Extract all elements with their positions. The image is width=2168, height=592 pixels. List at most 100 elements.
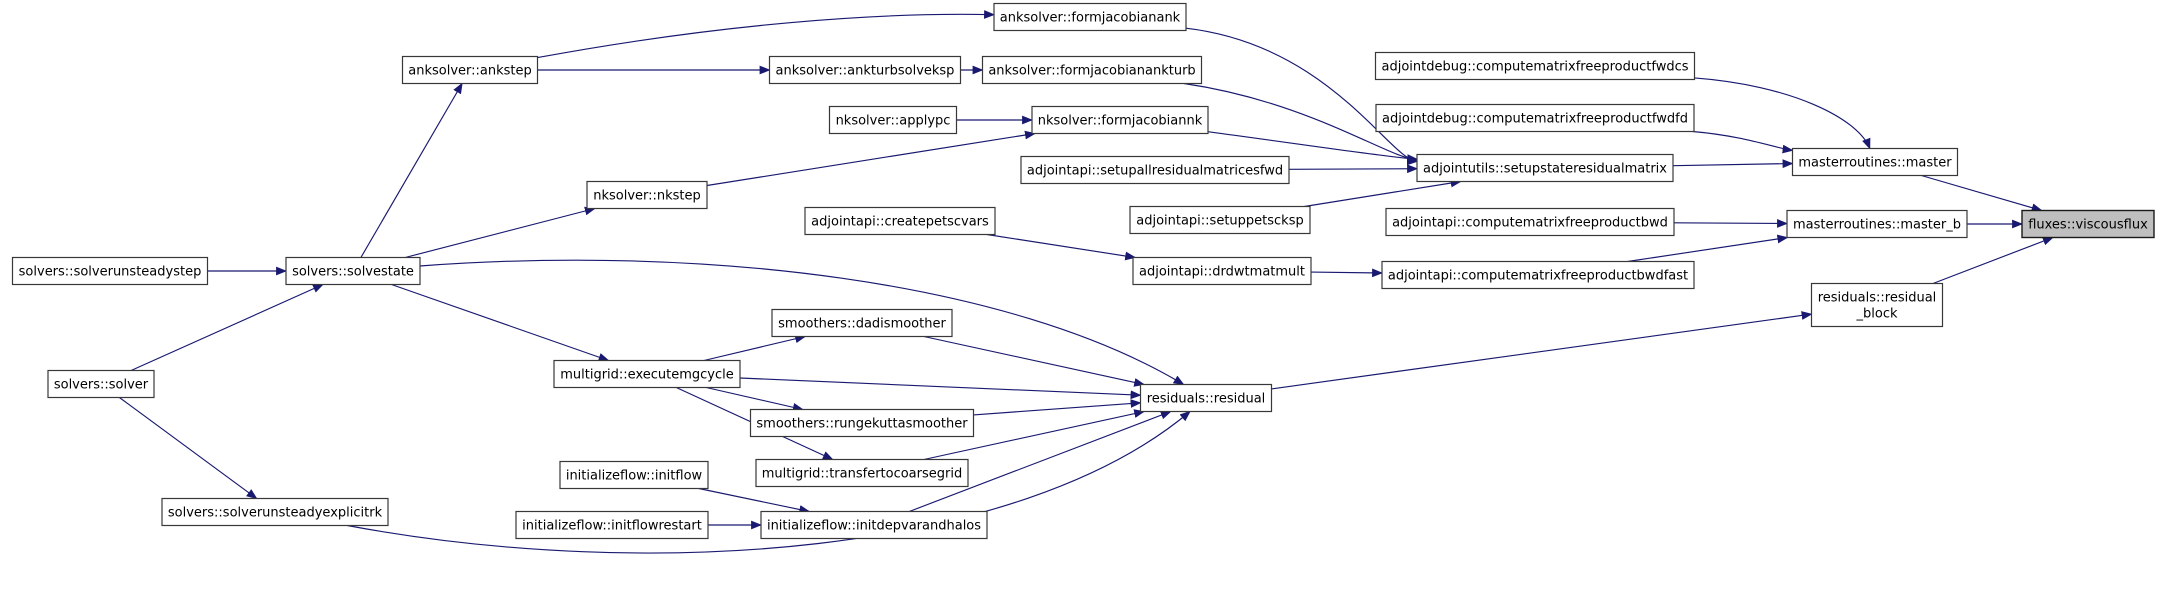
edge-solver-solvestate xyxy=(130,283,324,372)
graph-node-explicitrk[interactable]: solvers::solverunsteadyexplicitrk xyxy=(161,497,389,527)
graph-node-setuppetscksp[interactable]: adjointapi::setuppetscksp xyxy=(1129,205,1311,235)
function-label: adjointapi::setuppetscksp xyxy=(1136,214,1304,229)
edge-solver-explicitrk xyxy=(119,397,258,500)
edge-residual-residual_block xyxy=(1271,311,1813,390)
function-box[interactable] xyxy=(1374,51,1696,81)
function-box[interactable] xyxy=(771,308,953,338)
function-label: smoothers::rungekuttasmoother xyxy=(756,417,968,432)
edge-executemgcycle-rungekuttasmoother xyxy=(706,386,804,412)
edge-setuppetscksp-setupstateresidualmatrix xyxy=(1304,178,1462,208)
graph-node-transfertocoarsegrid[interactable]: multigrid::transfertocoarsegrid xyxy=(755,458,969,488)
function-box[interactable] xyxy=(1385,207,1675,237)
edge-executemgcycle-residual xyxy=(739,377,1142,400)
function-box[interactable] xyxy=(993,2,1187,32)
function-label: anksolver::formjacobianank xyxy=(1000,11,1181,26)
graph-node-residual[interactable]: residuals::residual xyxy=(1139,383,1273,413)
function-label: adjointdebug::computematrixfreeproductfw… xyxy=(1382,112,1688,127)
graph-node-formjacobianank[interactable]: anksolver::formjacobianank xyxy=(993,2,1187,32)
graph-node-ankstep[interactable]: anksolver::ankstep xyxy=(401,55,539,85)
edge-solvestate-executemgcycle xyxy=(391,283,610,362)
edge-setupstateresidualmatrix-master xyxy=(1672,159,1794,169)
function-label: nksolver::formjacobiannk xyxy=(1038,114,1203,129)
graph-node-ankturbsolveksp[interactable]: anksolver::ankturbsolveksp xyxy=(768,55,962,85)
function-label: anksolver::ankstep xyxy=(408,64,532,79)
graph-node-createpetscvars[interactable]: adjointapi::createpetscvars xyxy=(804,206,996,236)
graph-node-initdepvarandhalos[interactable]: initializeflow::initdepvarandhalos xyxy=(760,510,988,540)
function-box[interactable] xyxy=(1375,103,1695,133)
edge-master-viscousflux xyxy=(1921,174,2043,212)
function-box[interactable] xyxy=(401,55,539,85)
function-label: solvers::solvestate xyxy=(292,265,414,280)
function-label: anksolver::ankturbsolveksp xyxy=(776,64,955,79)
function-box[interactable] xyxy=(1139,383,1273,413)
graph-node-master[interactable]: masterroutines::master xyxy=(1791,147,1959,177)
function-box[interactable] xyxy=(1132,256,1312,286)
function-box[interactable] xyxy=(1791,147,1959,177)
function-box[interactable] xyxy=(1786,209,1968,239)
function-box[interactable] xyxy=(760,510,988,540)
function-box[interactable] xyxy=(828,105,958,135)
function-box[interactable] xyxy=(981,55,1203,85)
function-box[interactable] xyxy=(1416,153,1674,183)
graph-node-master_b[interactable]: masterroutines::master_b xyxy=(1786,209,1968,239)
function-box[interactable] xyxy=(749,408,975,438)
function-box[interactable] xyxy=(553,359,741,389)
graph-node-fwdfd[interactable]: adjointdebug::computematrixfreeproductfw… xyxy=(1375,103,1695,133)
graph-node-initflowrestart[interactable]: initializeflow::initflowrestart xyxy=(515,510,709,540)
graph-node-solvestate[interactable]: solvers::solvestate xyxy=(285,256,421,286)
function-box[interactable] xyxy=(285,256,421,286)
function-box[interactable] xyxy=(47,369,155,399)
function-box[interactable] xyxy=(515,510,709,540)
function-box[interactable] xyxy=(11,256,209,286)
graph-node-initflow[interactable]: initializeflow::initflow xyxy=(559,460,709,490)
graph-node-setupstateresidualmatrix[interactable]: adjointutils::setupstateresidualmatrix xyxy=(1416,153,1674,183)
function-label: smoothers::dadismoother xyxy=(778,317,946,332)
function-label: nksolver::applypc xyxy=(836,114,951,129)
graph-node-rungekuttasmoother[interactable]: smoothers::rungekuttasmoother xyxy=(749,408,975,438)
graph-node-nkstep[interactable]: nksolver::nkstep xyxy=(586,180,708,210)
edge-drdwtmatmult-bwdfast xyxy=(1310,268,1384,278)
graph-node-formjacobiannk[interactable]: nksolver::formjacobiannk xyxy=(1031,105,1209,135)
graph-node-solver[interactable]: solvers::solver xyxy=(47,369,155,399)
function-label: multigrid::transfertocoarsegrid xyxy=(762,467,962,482)
graph-node-applypc[interactable]: nksolver::applypc xyxy=(828,105,958,135)
function-box[interactable] xyxy=(1810,282,1944,328)
function-label: adjointapi::computematrixfreeproductbwdf… xyxy=(1388,269,1688,284)
edge-residual_block-viscousflux xyxy=(1932,236,2054,285)
graph-node-executemgcycle[interactable]: multigrid::executemgcycle xyxy=(553,359,741,389)
graph-node-drdwtmatmult[interactable]: adjointapi::drdwtmatmult xyxy=(1132,256,1312,286)
graph-node-residual_block[interactable]: residuals::residual_block xyxy=(1810,282,1944,328)
graph-node-formjacobianankturb[interactable]: anksolver::formjacobianankturb xyxy=(981,55,1203,85)
function-label: adjointdebug::computematrixfreeproductfw… xyxy=(1382,60,1689,75)
function-label: residuals::residual xyxy=(1147,392,1266,407)
function-label: adjointutils::setupstateresidualmatrix xyxy=(1423,162,1667,177)
function-box[interactable] xyxy=(1129,205,1311,235)
function-box[interactable] xyxy=(804,206,996,236)
function-label: initializeflow::initdepvarandhalos xyxy=(767,519,981,534)
function-box[interactable] xyxy=(768,55,962,85)
function-box[interactable] xyxy=(559,460,709,490)
graph-node-dadismoother[interactable]: smoothers::dadismoother xyxy=(771,308,953,338)
edge-fwdcs-master xyxy=(1694,77,1871,150)
graph-node-solverunsteadystep[interactable]: solvers::solverunsteadystep xyxy=(11,256,209,286)
function-label: initializeflow::initflow xyxy=(566,469,703,484)
graph-node-bwdfast[interactable]: adjointapi::computematrixfreeproductbwdf… xyxy=(1381,260,1695,290)
function-box[interactable] xyxy=(1020,155,1290,185)
function-label: adjointapi::createpetscvars xyxy=(811,215,989,230)
graph-node-bwd[interactable]: adjointapi::computematrixfreeproductbwd xyxy=(1385,207,1675,237)
graph-node-setupallresidualmatricesfwd[interactable]: adjointapi::setupallresidualmatricesfwd xyxy=(1020,155,1290,185)
function-label: nksolver::nkstep xyxy=(593,189,701,204)
current-function-box xyxy=(2021,209,2155,239)
function-box[interactable] xyxy=(755,458,969,488)
graph-node-fwdcs[interactable]: adjointdebug::computematrixfreeproductfw… xyxy=(1374,51,1696,81)
function-label: masterroutines::master_b xyxy=(1793,218,1961,233)
function-label: multigrid::executemgcycle xyxy=(560,368,734,383)
function-label: solvers::solver xyxy=(54,378,149,393)
function-box[interactable] xyxy=(1381,260,1695,290)
function-label: masterroutines::master xyxy=(1798,156,1952,171)
function-box[interactable] xyxy=(1031,105,1209,135)
function-box[interactable] xyxy=(586,180,708,210)
function-label: adjointapi::computematrixfreeproductbwd xyxy=(1392,216,1668,231)
function-box[interactable] xyxy=(161,497,389,527)
